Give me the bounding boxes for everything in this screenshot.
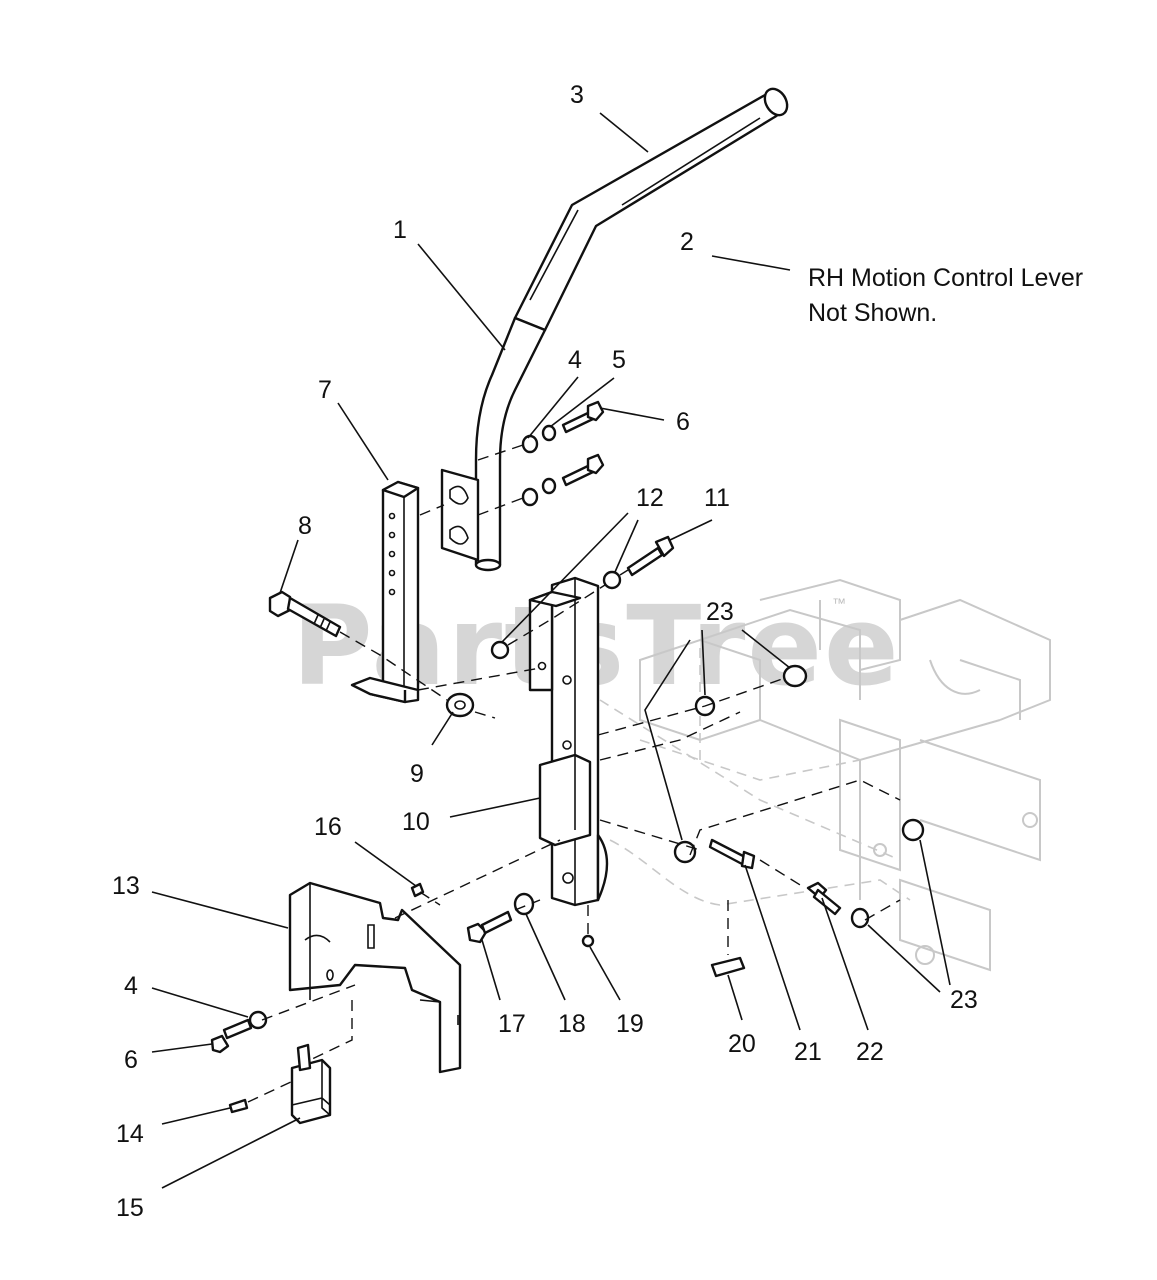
mower-frame-ghost bbox=[599, 578, 1051, 972]
note-line-2: Not Shown. bbox=[808, 299, 937, 327]
callout-7: 7 bbox=[318, 376, 332, 404]
part-20-key bbox=[710, 956, 746, 978]
part-17-bolt bbox=[466, 910, 513, 944]
callout-4-lower: 4 bbox=[124, 972, 138, 1000]
callout-16: 16 bbox=[314, 813, 342, 841]
callout-14: 14 bbox=[116, 1120, 144, 1148]
part-16-screw bbox=[410, 882, 425, 898]
part-1-control-lever bbox=[440, 316, 547, 572]
callout-8: 8 bbox=[298, 512, 312, 540]
callout-6-lower: 6 bbox=[124, 1046, 138, 1074]
part-12-nut bbox=[490, 570, 622, 660]
part-13-cover-plate bbox=[288, 881, 462, 1074]
watermark-trademark: ™ bbox=[832, 595, 846, 611]
assembly-lines bbox=[247, 444, 901, 1103]
part-4-6-lower-hardware bbox=[210, 1010, 268, 1054]
part-19-spacer bbox=[581, 934, 595, 948]
callout-labels: 3 1 2 4 5 6 7 8 12 11 23 9 10 16 13 4 6 … bbox=[112, 81, 978, 1222]
callout-2: 2 bbox=[680, 228, 694, 256]
callout-12: 12 bbox=[636, 484, 664, 512]
part-14-screw bbox=[228, 1098, 249, 1114]
callout-19: 19 bbox=[616, 1010, 644, 1038]
part-4-5-6-upper-hardware bbox=[521, 400, 605, 507]
callout-5: 5 bbox=[612, 346, 626, 374]
callout-9: 9 bbox=[410, 760, 424, 788]
callout-3: 3 bbox=[570, 81, 584, 109]
part-18-washer bbox=[513, 892, 535, 916]
part-3-handle-grip bbox=[513, 87, 789, 332]
callout-18: 18 bbox=[558, 1010, 586, 1038]
part-8-long-bolt bbox=[268, 590, 342, 638]
part-11-bolt bbox=[626, 535, 675, 577]
callout-13: 13 bbox=[112, 872, 140, 900]
callout-6-upper: 6 bbox=[676, 408, 690, 436]
callout-21: 21 bbox=[794, 1038, 822, 1066]
part-9-nut bbox=[445, 692, 475, 718]
note-rh-lever: RH Motion Control Lever Not Shown. bbox=[808, 264, 1083, 327]
part-15-switch bbox=[290, 1043, 332, 1125]
callout-15: 15 bbox=[116, 1194, 144, 1222]
callout-20: 20 bbox=[728, 1030, 756, 1058]
part-22-bolt bbox=[806, 881, 842, 916]
part-7-mount-bar bbox=[350, 480, 420, 704]
callout-11: 11 bbox=[704, 484, 730, 512]
callout-17: 17 bbox=[498, 1010, 526, 1038]
callout-10: 10 bbox=[402, 808, 430, 836]
callout-23-lower: 23 bbox=[950, 986, 978, 1014]
leader-lines bbox=[151, 112, 951, 1189]
part-21-bolt bbox=[708, 838, 756, 870]
callout-22: 22 bbox=[856, 1038, 884, 1066]
callout-1: 1 bbox=[393, 216, 407, 244]
callout-23-upper: 23 bbox=[706, 598, 734, 626]
note-line-1: RH Motion Control Lever bbox=[808, 264, 1083, 292]
part-10-lever-bracket bbox=[528, 576, 609, 907]
callout-4-upper: 4 bbox=[568, 346, 582, 374]
